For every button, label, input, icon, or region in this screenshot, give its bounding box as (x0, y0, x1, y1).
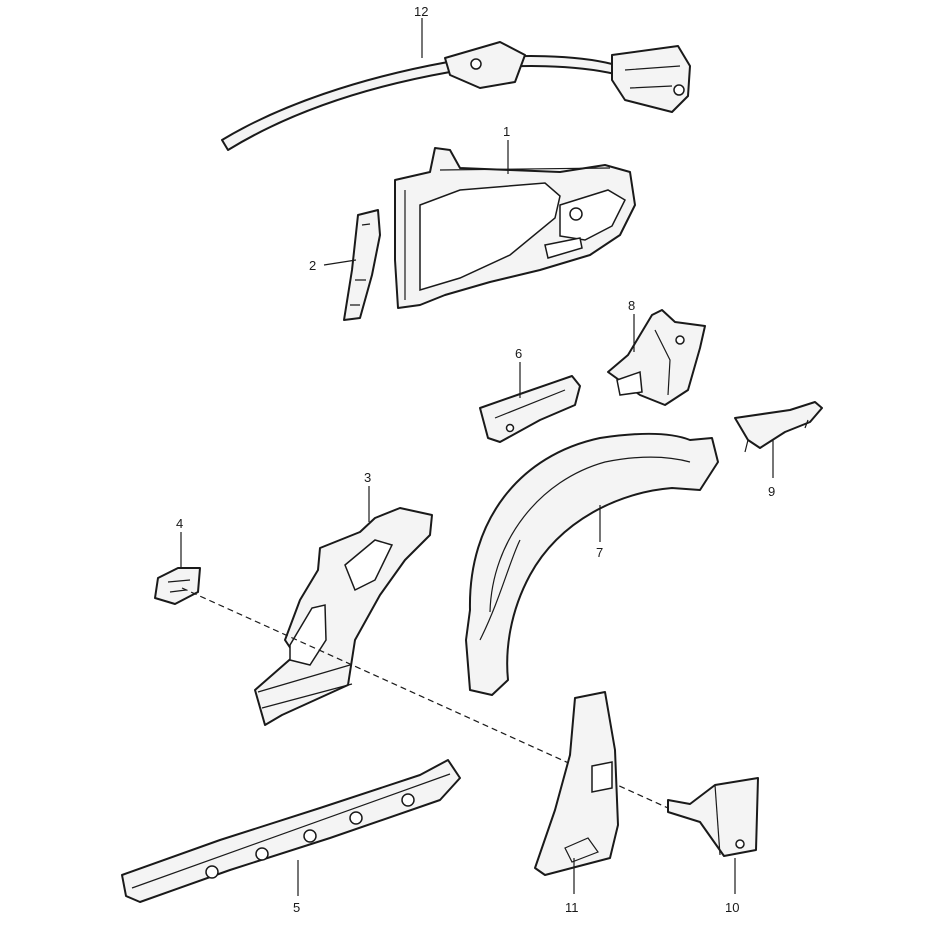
callout-label-10: 10 (725, 900, 739, 915)
callout-3: 3 (364, 470, 371, 522)
callout-label-7: 7 (596, 545, 603, 560)
part-12-roof-rail[interactable] (221, 41, 691, 151)
callout-10: 10 (725, 858, 739, 915)
part-7-wheel-arch[interactable] (465, 432, 719, 696)
part-11-lower-panel[interactable] (534, 691, 619, 876)
part-3-pillar-inner[interactable] (254, 507, 433, 726)
callout-label-6: 6 (515, 346, 522, 361)
callout-label-1: 1 (503, 124, 510, 139)
callout-label-2: 2 (309, 258, 316, 273)
part-9-mount-bracket[interactable] (734, 401, 823, 453)
part-5-sill[interactable] (121, 759, 461, 903)
callout-label-11: 11 (565, 900, 579, 915)
callout-11: 11 (565, 858, 579, 915)
callout-4: 4 (176, 516, 183, 568)
callout-label-8: 8 (628, 298, 635, 313)
part-6-small-panel[interactable] (479, 375, 581, 443)
callout-label-4: 4 (176, 516, 183, 531)
callout-label-3: 3 (364, 470, 371, 485)
callout-7: 7 (596, 505, 603, 560)
part-10-mounting-plate[interactable] (667, 777, 759, 857)
part-1-inner-quarter-frame[interactable] (394, 147, 636, 309)
part-8-bracket[interactable] (607, 309, 706, 406)
callout-label-9: 9 (768, 484, 775, 499)
callout-6: 6 (515, 346, 522, 398)
callout-12: 12 (414, 4, 428, 58)
part-4-clip[interactable] (154, 567, 201, 605)
callout-label-12: 12 (414, 4, 428, 19)
callout-5: 5 (293, 860, 300, 915)
part-2-pillar-strip[interactable] (343, 209, 381, 321)
callout-2: 2 (309, 258, 357, 273)
callout-9: 9 (768, 440, 775, 499)
callout-8: 8 (628, 298, 635, 352)
callout-label-5: 5 (293, 900, 300, 915)
callout-1: 1 (503, 124, 510, 174)
